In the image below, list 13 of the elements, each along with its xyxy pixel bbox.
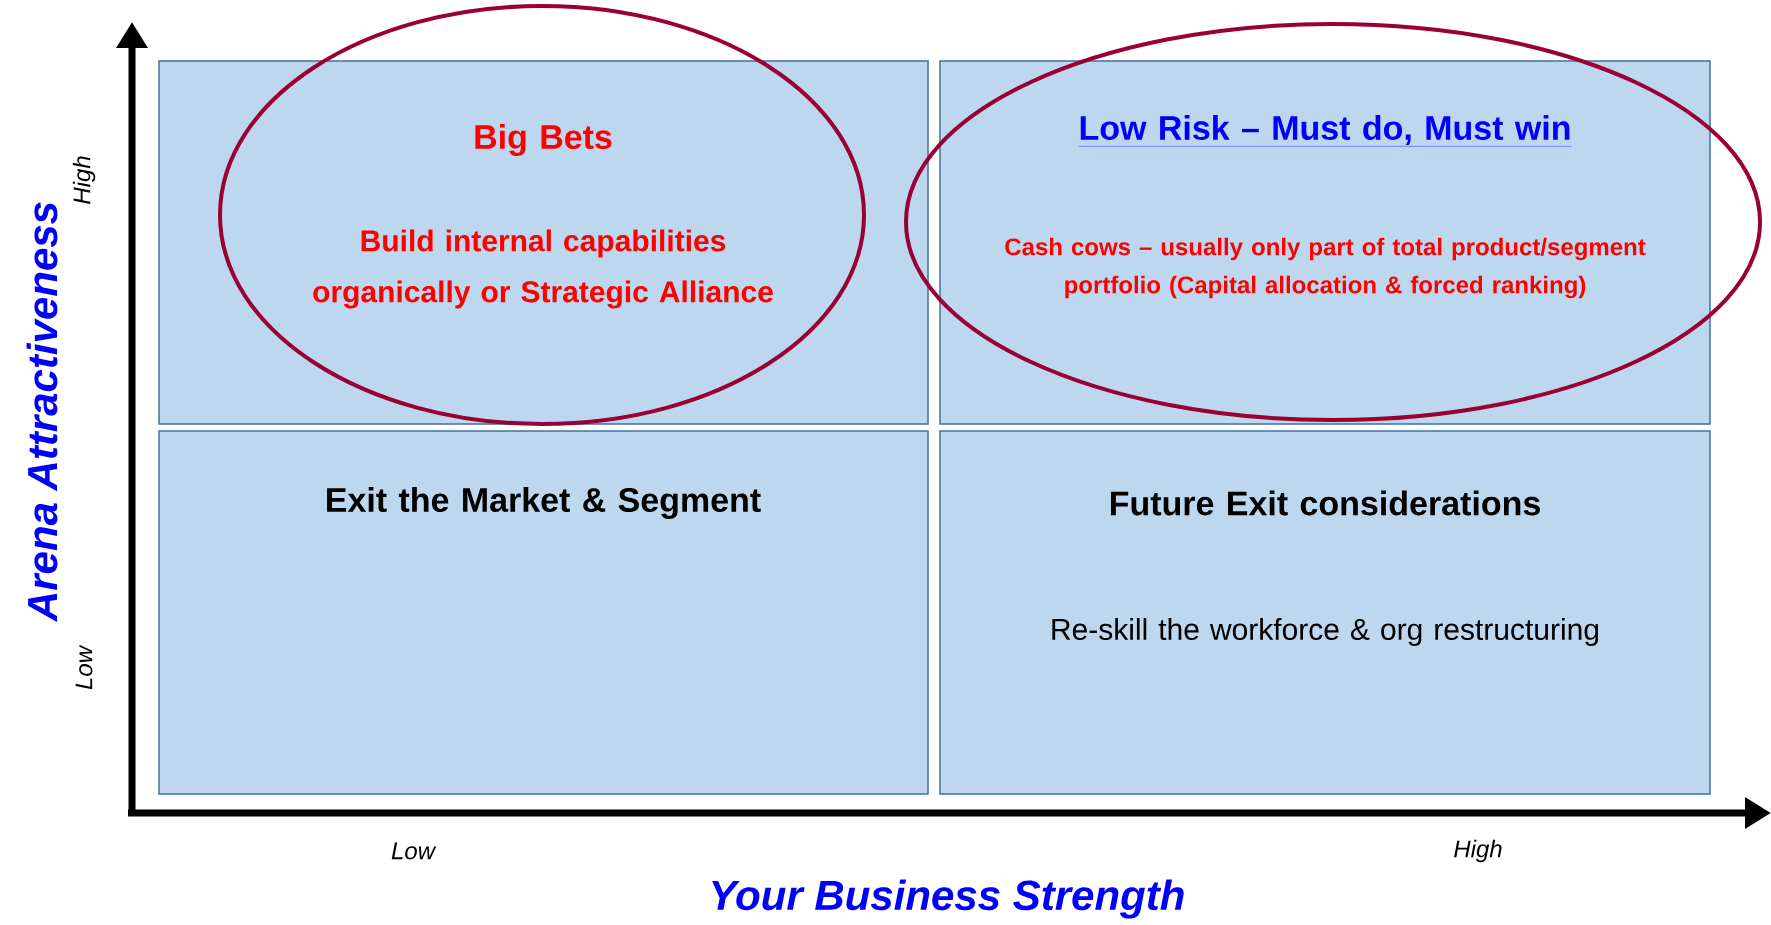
quadrant-heading: Future Exit considerations [1110, 490, 1540, 516]
axis-tick-label: High [1454, 839, 1502, 863]
axis-title: Arena Attractiveness [26, 202, 58, 622]
quadrant-heading: Big Bets [475, 124, 612, 156]
quadrant-text: Re-skill the workforce & org restructuring [1052, 618, 1599, 646]
axis-tick-label: Low [391, 842, 437, 860]
quadrant-heading: Exit the Market & Segment [327, 487, 761, 519]
quadrant-text: Cash cows – usually only part of total product/segment portfolio (Capital allocation & forced ranking) [1005, 237, 1646, 299]
axis-tick-label: High [72, 156, 96, 204]
quadrant-text: Build internal capabilities organically or Strategic Alliance [313, 229, 773, 309]
heading-link: Low Risk – Must do, Must win [1078, 115, 1572, 147]
axis-tick-label: Low [75, 644, 93, 690]
axis-title: Your Business Strength [712, 879, 1184, 919]
